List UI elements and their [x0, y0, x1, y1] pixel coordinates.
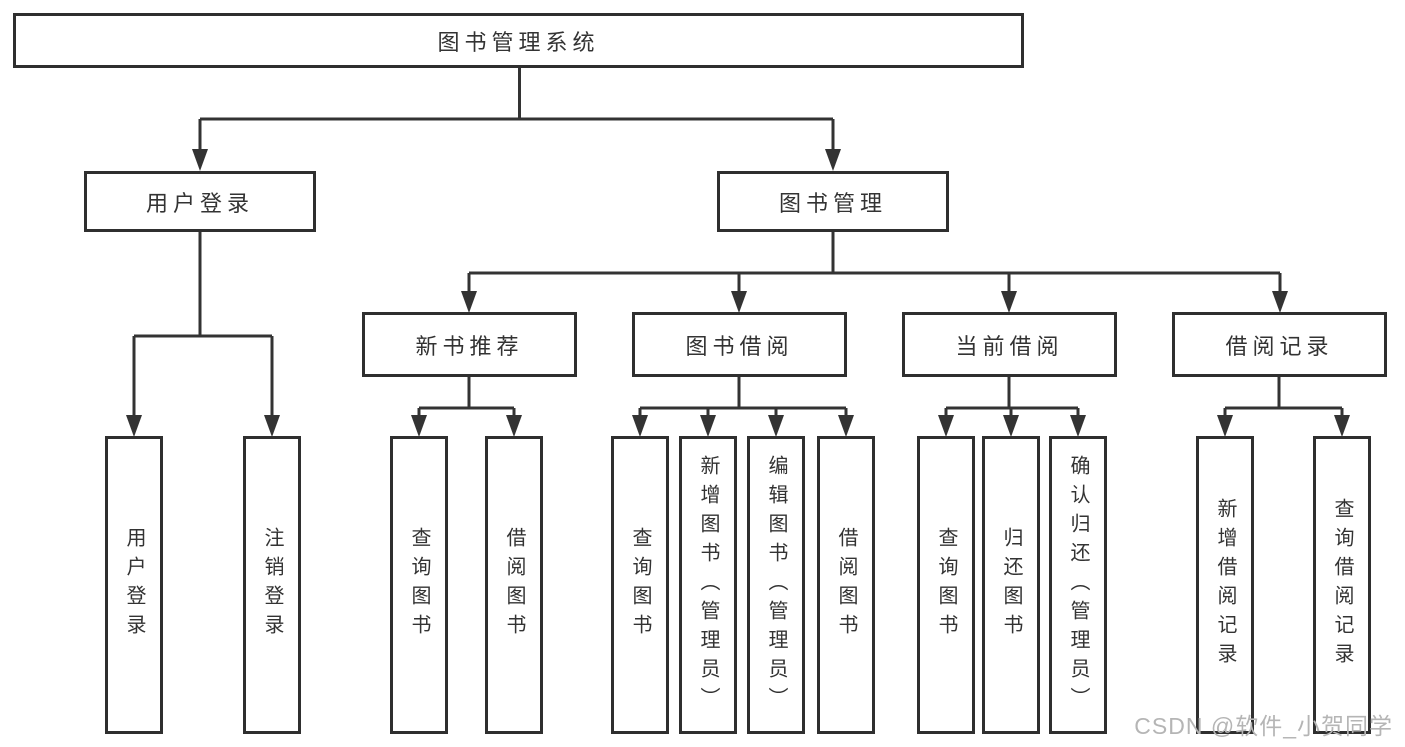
leaf-query-books-recommend-label: 查询图书 — [408, 527, 430, 643]
leaf-query-books-borrowing-label: 查询图书 — [629, 527, 651, 643]
leaf-user-login: 用户登录 — [105, 436, 163, 734]
leaf-add-books-admin: 新增图书（管理员） — [679, 436, 737, 734]
leaf-user-login-label: 用户登录 — [123, 527, 145, 643]
leaf-return-books-label: 归还图书 — [1000, 527, 1022, 643]
arrowheads — [126, 149, 1350, 437]
leaf-query-books-recommend: 查询图书 — [390, 436, 448, 734]
leaf-add-borrow-record-label: 新增借阅记录 — [1214, 498, 1236, 672]
leaf-query-borrow-record-label: 查询借阅记录 — [1331, 498, 1353, 672]
leaf-query-books-current: 查询图书 — [917, 436, 975, 734]
leaf-borrow-books-label: 借阅图书 — [835, 527, 857, 643]
leaf-add-borrow-record: 新增借阅记录 — [1196, 436, 1254, 734]
leaf-borrow-books-recommend: 借阅图书 — [485, 436, 543, 734]
leaf-borrow-books: 借阅图书 — [817, 436, 875, 734]
leaf-logout: 注销登录 — [243, 436, 301, 734]
leaf-confirm-return-admin: 确认归还（管理员） — [1049, 436, 1107, 734]
leaf-add-books-admin-label: 新增图书（管理员） — [697, 454, 719, 716]
node-current-borrowing: 当前借阅 — [902, 312, 1117, 377]
watermark-csdn: CSDN @软件_小贺同学 — [1134, 713, 1393, 739]
node-book-management: 图书管理 — [717, 171, 949, 232]
leaf-query-books-current-label: 查询图书 — [935, 527, 957, 643]
node-new-book-recommendation: 新书推荐 — [362, 312, 577, 377]
leaf-edit-books-admin: 编辑图书（管理员） — [747, 436, 805, 734]
node-user-login: 用户登录 — [84, 171, 316, 232]
node-borrowing-records: 借阅记录 — [1172, 312, 1387, 377]
node-library-management-system: 图书管理系统 — [13, 13, 1024, 68]
leaf-borrow-books-recommend-label: 借阅图书 — [503, 527, 525, 643]
leaf-query-books-borrowing: 查询图书 — [611, 436, 669, 734]
leaf-return-books: 归还图书 — [982, 436, 1040, 734]
leaf-logout-label: 注销登录 — [261, 527, 283, 643]
node-book-borrowing: 图书借阅 — [632, 312, 847, 377]
leaf-edit-books-admin-label: 编辑图书（管理员） — [765, 454, 787, 716]
leaf-confirm-return-admin-label: 确认归还（管理员） — [1067, 454, 1089, 716]
leaf-query-borrow-record: 查询借阅记录 — [1313, 436, 1371, 734]
